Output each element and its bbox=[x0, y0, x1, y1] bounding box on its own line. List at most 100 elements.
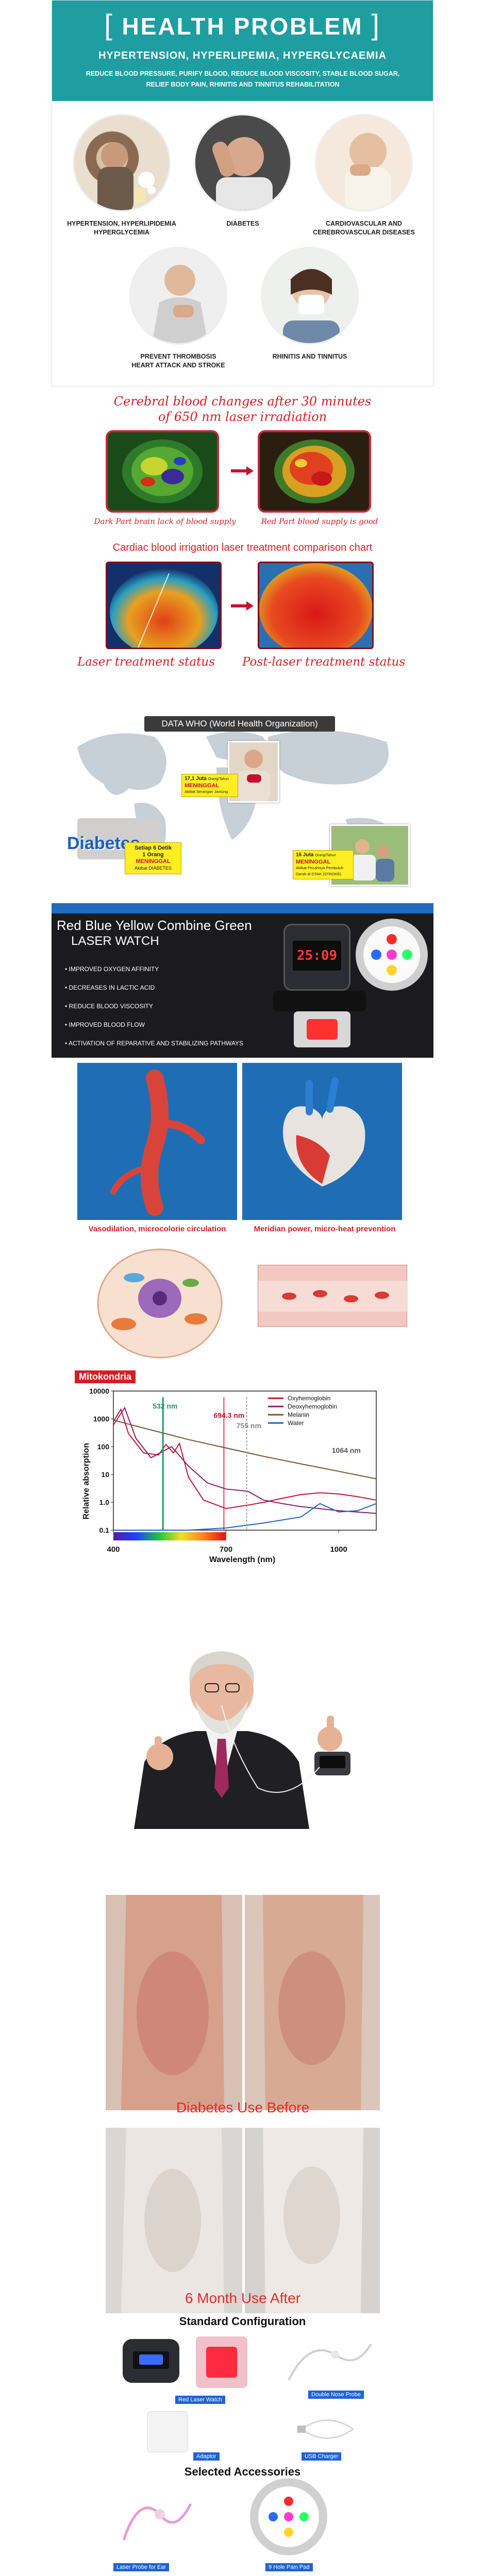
label-thrombosis: PREVENT THROMBOSIS HEART ATTACK AND STRO… bbox=[131, 353, 225, 369]
red-laser-watch-product bbox=[119, 2334, 186, 2391]
chart-annotation-label: 694.3 nm bbox=[213, 1411, 244, 1419]
label-hypertension: HYPERTENSION, HYPERLIPIDEMIA HYPERGLYCEM… bbox=[67, 220, 176, 236]
health-problem-panel: [ HEALTH PROBLEM ] HYPERTENSION, HYPERLI… bbox=[52, 0, 433, 386]
watch-benefit: ACTIVATION OF REPARATIVE AND STABILIZING… bbox=[65, 1034, 243, 1053]
arrow-icon bbox=[231, 601, 254, 611]
meridian-caption: Meridian power, micro-heat prevention bbox=[254, 1225, 396, 1233]
health-header-band bbox=[52, 1, 433, 101]
red-pad-product bbox=[196, 2336, 247, 2388]
after-photo-right bbox=[245, 2128, 380, 2313]
chart-x-tick-label: 400 bbox=[107, 1545, 120, 1554]
led-pad bbox=[356, 919, 428, 991]
health-description: REDUCE BLOOD PRESSURE, PURIFY BLOOD, RED… bbox=[86, 70, 400, 88]
cardiac-title: Cardiac blood irrigation laser treatment… bbox=[112, 542, 373, 553]
bloodstream-image bbox=[258, 1265, 408, 1327]
laser-watch-banner: Red Blue Yellow Combine Green LASER WATC… bbox=[52, 903, 433, 1058]
chart-x-tick-label: 1000 bbox=[330, 1545, 347, 1554]
before-photo-left bbox=[106, 1895, 242, 2110]
double-nose-probe-product bbox=[278, 2334, 376, 2391]
config-title: Standard Configuration bbox=[179, 2315, 306, 2328]
brain-title: Cerebral blood changes after 30 minutes … bbox=[113, 394, 372, 424]
chart-legend-entry: Water bbox=[288, 1419, 304, 1427]
cardiac-scan-after bbox=[258, 562, 374, 649]
chart-y-tick-label: 1.0 bbox=[99, 1498, 110, 1506]
photo-hypertension bbox=[73, 114, 171, 212]
label-diabetes: DIABETES bbox=[226, 220, 259, 227]
watch-strap bbox=[273, 991, 366, 1011]
chart-y-tick-label: 100 bbox=[97, 1443, 110, 1451]
watch-side-unit bbox=[294, 1011, 350, 1047]
chart-annotation-label: 532 nm bbox=[153, 1402, 177, 1410]
chart-legend-entry: Deoxyhemoglobin bbox=[288, 1403, 337, 1410]
cardiac-scan-before bbox=[106, 562, 222, 649]
who-card-heart: 17,1 Juta Orang/Tahun MENINGGAL Akibat S… bbox=[181, 774, 238, 797]
health-title: [ HEALTH PROBLEM ] bbox=[104, 8, 381, 41]
watch-benefit: REDUCE BLOOD VISCOSITY bbox=[65, 997, 243, 1015]
before-caption: Diabetes Use Before bbox=[176, 2099, 310, 2115]
usb-charger-label: USB Charger bbox=[302, 2452, 342, 2461]
label-cardiovascular: CARDIOVASCULAR AND CEREBROVASCULAR DISEA… bbox=[313, 220, 415, 236]
chart-y-tick-label: 1000 bbox=[93, 1415, 109, 1423]
brain-caption-left: Dark Part brain lack of blood supply bbox=[94, 517, 236, 526]
vasodilation-image bbox=[77, 1063, 237, 1220]
ear-probe-product bbox=[113, 2483, 201, 2561]
watch-benefit: DECREASES IN LACTIC ACID bbox=[65, 978, 243, 997]
laser-status-label: Laser treatment status bbox=[77, 655, 215, 669]
red-laser-watch-label: Red Laser Watch bbox=[175, 2396, 225, 2404]
who-data-map: DATA WHO (World Health Organization) 17,… bbox=[67, 716, 412, 896]
chart-series-line bbox=[113, 1503, 377, 1531]
who-card-diabetes: Setiap 6 Detik 1 Orang MENINGGAL Akibat … bbox=[125, 842, 181, 874]
accessories-title: Selected Accessories bbox=[184, 2465, 301, 2478]
watch-title: Red Blue Yellow Combine Green bbox=[57, 918, 252, 933]
brain-scan-before bbox=[106, 430, 219, 513]
chart-annotation-label: 1064 nm bbox=[332, 1446, 361, 1454]
after-caption: 6 Month Use After bbox=[185, 2290, 301, 2306]
chart-legend-entry: Melanin bbox=[288, 1411, 309, 1418]
chart-y-tick-label: 10 bbox=[101, 1470, 109, 1479]
before-photo-right bbox=[245, 1895, 380, 2110]
vasodilation-caption: Vasodilation, microcolorie circulation bbox=[88, 1225, 226, 1233]
heart-image bbox=[242, 1063, 402, 1220]
watch-benefit: IMPROVED BLOOD FLOW bbox=[65, 1015, 243, 1034]
who-header: DATA WHO (World Health Organization) bbox=[144, 716, 335, 732]
absorption-chart: 0.1 1.0 10 100 1000 10000 400 700 1000 532 nm 694… bbox=[82, 1387, 377, 1564]
adaptor-label: Adaptor bbox=[193, 2452, 220, 2461]
watch-screen: 25:09 bbox=[293, 941, 341, 971]
chart-series-line bbox=[113, 1419, 377, 1480]
post-laser-status-label: Post-laser treatment status bbox=[242, 655, 406, 669]
photo-cardiovascular bbox=[315, 114, 413, 212]
chart-legend-entry: Oxyhemoglobin bbox=[288, 1395, 330, 1402]
chart-plot-area bbox=[113, 1391, 377, 1531]
visible-spectrum-bar bbox=[113, 1532, 226, 1540]
who-card-stroke: 16 Juta Orang/Tahun MENINGGAL Akibat Pec… bbox=[293, 850, 354, 879]
watch-subtitle: LASER WATCH bbox=[71, 934, 159, 948]
chart-series-line bbox=[113, 1408, 377, 1510]
watch-benefit: IMPROVED OXYGEN AFFINITY bbox=[65, 960, 243, 978]
photo-rhinitis bbox=[261, 247, 359, 345]
banner-top-bar bbox=[52, 903, 433, 913]
chart-series-line bbox=[113, 1406, 377, 1514]
chart-annotation-label: 755 nm bbox=[237, 1421, 261, 1430]
ear-probe-label: Laser Probe for Ear bbox=[113, 2563, 169, 2571]
chart-y-tick-label: 10000 bbox=[89, 1387, 109, 1395]
laser-watch-device: 25:09 bbox=[283, 924, 350, 991]
usb-charger-product bbox=[296, 2411, 358, 2447]
chart-y-tick-label: 0.1 bbox=[99, 1526, 110, 1534]
label-rhinitis: RHINITIS AND TINNITUS bbox=[272, 353, 347, 360]
arrow-icon bbox=[231, 466, 254, 476]
photo-diabetes bbox=[194, 114, 292, 212]
cell-diagram bbox=[72, 1242, 253, 1370]
photo-thrombosis bbox=[129, 247, 227, 345]
man-with-device-photo bbox=[103, 1633, 381, 1829]
chart-y-label: Relative absorption bbox=[82, 1443, 91, 1519]
chart-x-label: Wavelength (nm) bbox=[209, 1555, 275, 1564]
chart-x-tick-label: 700 bbox=[220, 1545, 232, 1554]
adaptor-product bbox=[147, 2411, 188, 2452]
health-subtitle: HYPERTENSION, HYPERLIPEMIA, HYPERGLYCAEM… bbox=[98, 50, 387, 61]
brain-scan-after bbox=[258, 430, 371, 513]
mitochondria-label: Mitokondria bbox=[75, 1370, 136, 1383]
brain-caption-right: Red Part blood supply is good bbox=[261, 517, 378, 526]
after-photo-left bbox=[106, 2128, 242, 2313]
pain-pad-label: 9 Hole Pain Pad bbox=[265, 2563, 313, 2571]
pain-pad-product bbox=[250, 2478, 327, 2555]
